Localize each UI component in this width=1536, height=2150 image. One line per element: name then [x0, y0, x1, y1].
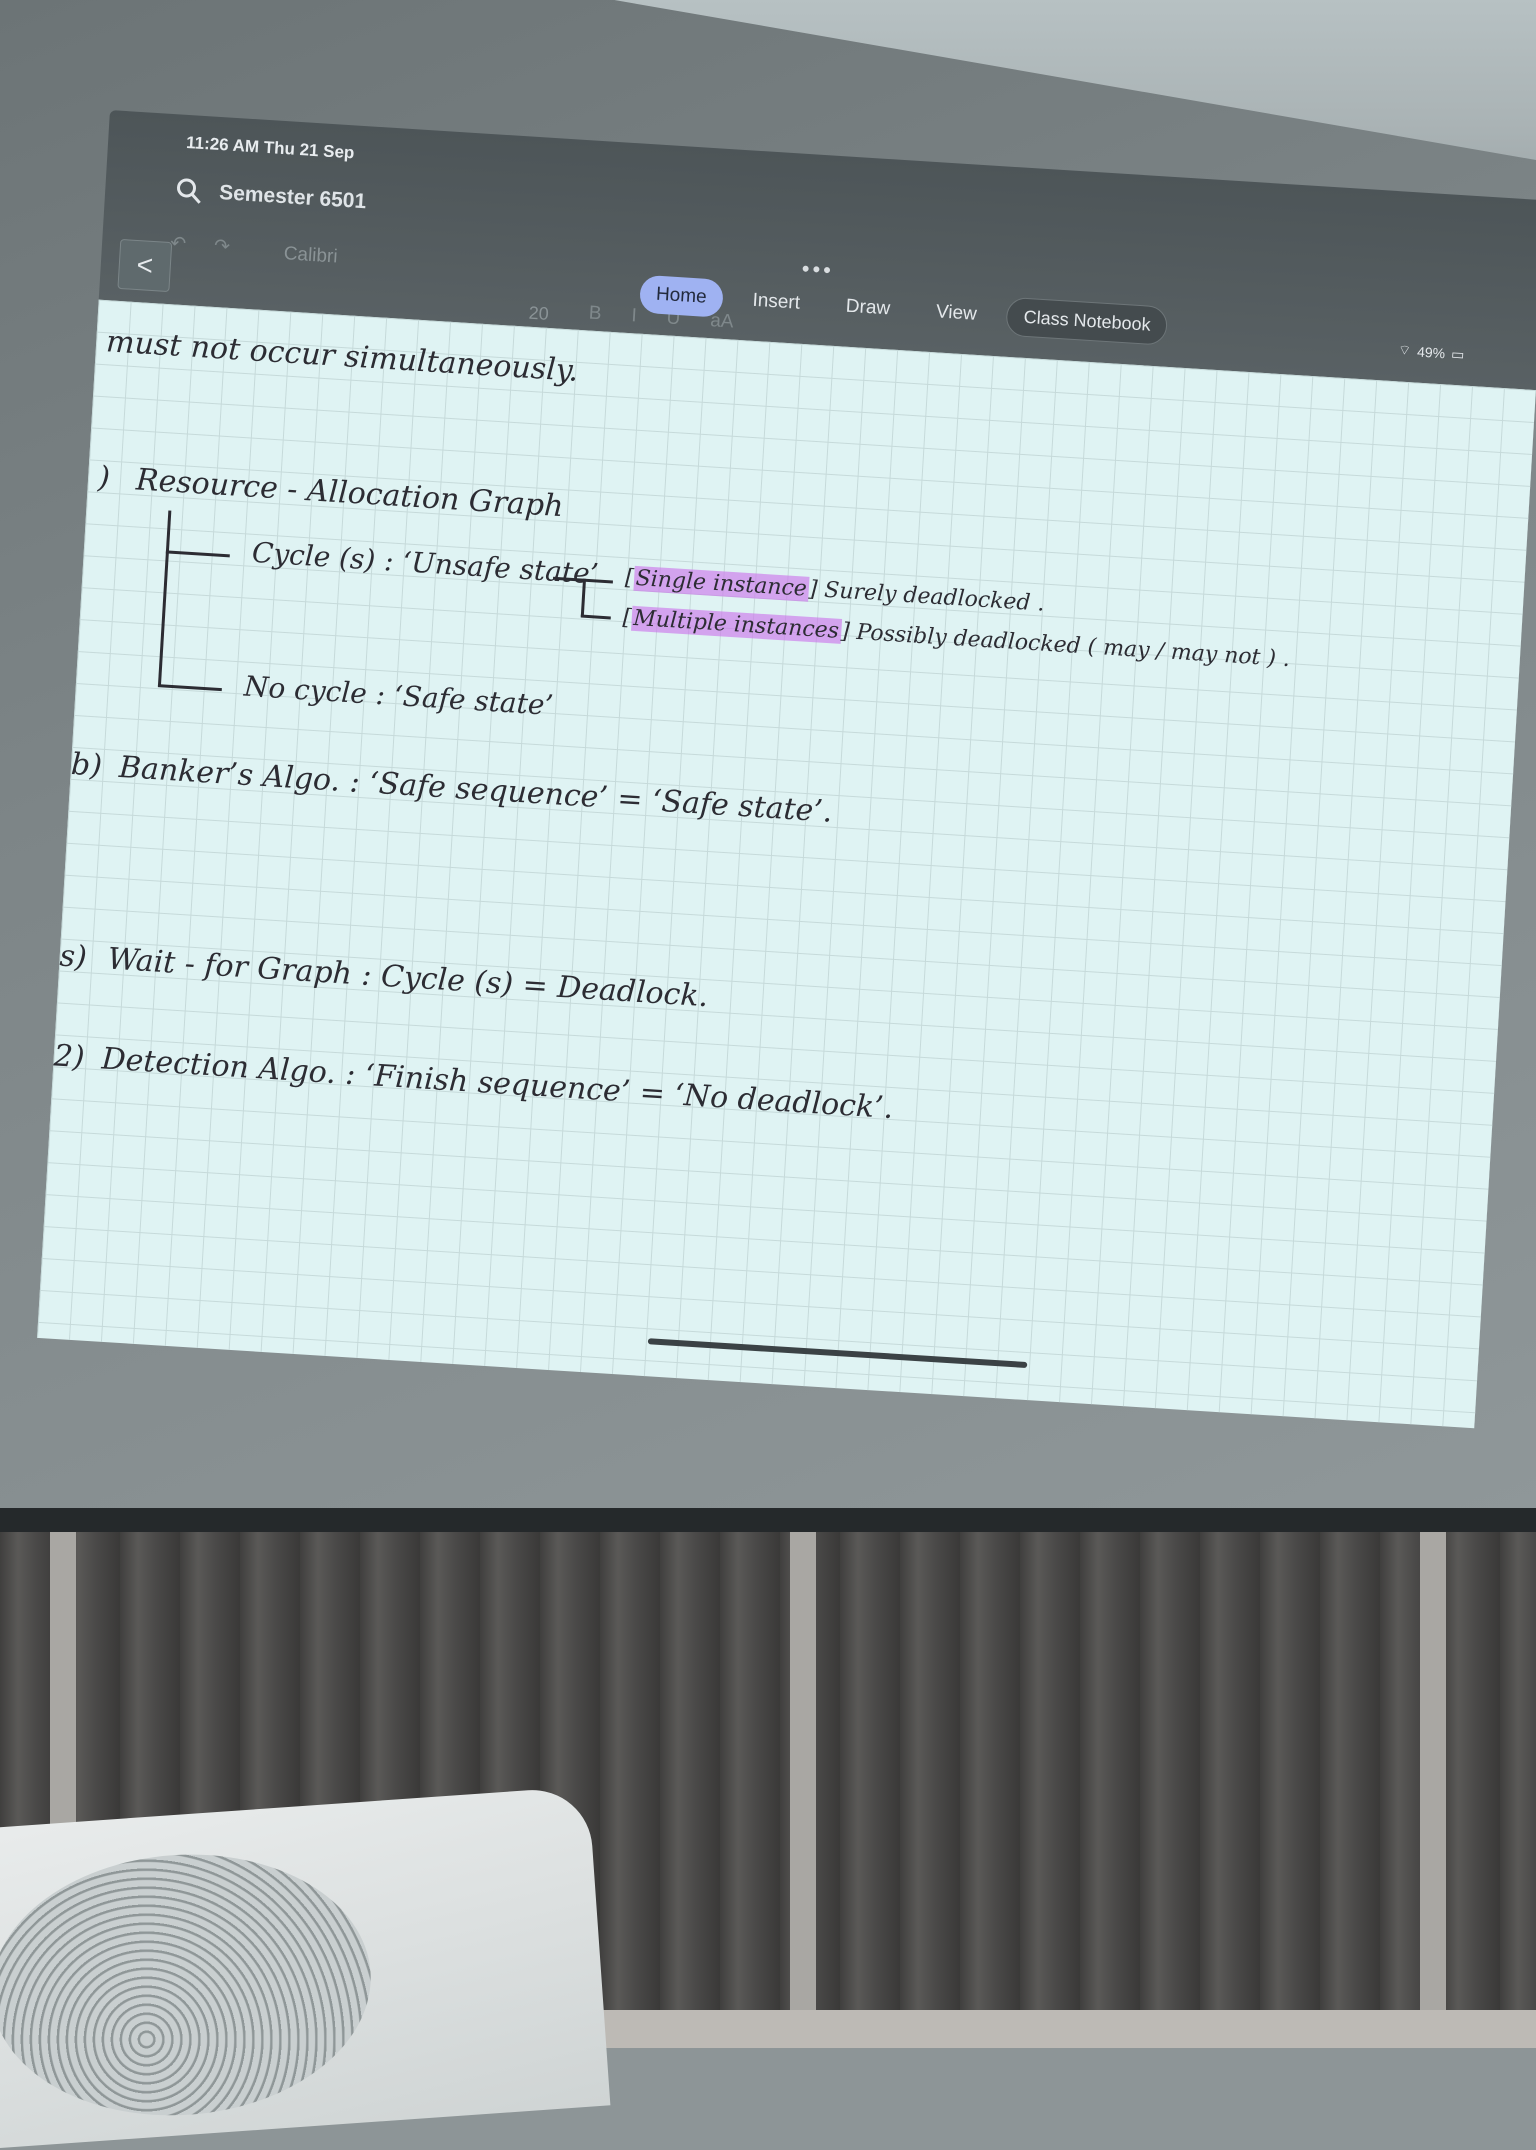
cycle-unsafe-state: Cycle (s) : ‘Unsafe state’ [251, 535, 600, 591]
note-line-top: must not occur simultaneously. [105, 324, 580, 389]
status-time: 11:26 AM Thu 21 Sep [185, 132, 355, 163]
wait-for-graph-line: Wait - for Graph : Cycle (s) = Deadlock. [106, 941, 710, 1015]
bankers-algo-line: Banker’s Algo. : ‘Safe sequence’ = ‘Safe… [117, 749, 834, 830]
highlight-single-instance: Single instance [633, 565, 810, 602]
projected-ipad-screen: 11:26 AM Thu 21 Sep Semester 6501 ↶ ↷ Ca… [37, 110, 1536, 1429]
ribbon-tabs: Home Insert Draw View Class Notebook [638, 274, 1169, 346]
item-number: s) [58, 938, 88, 976]
notebook-title: Semester 6501 [218, 181, 367, 214]
fan-grill [0, 1842, 380, 2128]
air-purifier [0, 1786, 611, 2150]
battery-label: 49% [1416, 343, 1446, 362]
window-frame [790, 1532, 816, 2048]
tab-view[interactable]: View [935, 300, 978, 325]
font-size-select[interactable]: 20 [528, 302, 550, 324]
tab-class-notebook[interactable]: Class Notebook [1005, 296, 1169, 346]
back-button[interactable]: < [117, 238, 173, 293]
window-frame [1420, 1532, 1446, 2048]
no-cycle-safe-state: No cycle : ‘Safe state’ [243, 669, 555, 722]
device-status: ⌔ 49% ▭ [1397, 341, 1465, 363]
home-indicator[interactable] [647, 1338, 1028, 1369]
tab-insert[interactable]: Insert [751, 289, 801, 314]
item-number: b) [70, 746, 104, 784]
redo-icon[interactable]: ↷ [213, 235, 231, 258]
italic-button[interactable]: I [630, 305, 638, 327]
bold-button[interactable]: B [588, 302, 603, 325]
tab-draw[interactable]: Draw [845, 295, 891, 319]
detection-algo-line: Detection Algo. : ‘Finish sequence’ = ‘N… [100, 1041, 895, 1127]
note-page[interactable]: must not occur simultaneously. ) Resourc… [37, 299, 1536, 1429]
heading-resource-allocation-graph: Resource - Allocation Graph [135, 462, 565, 525]
undo-icon[interactable]: ↶ [169, 233, 187, 256]
search-icon[interactable] [175, 176, 205, 206]
search-bar[interactable]: Semester 6501 [175, 176, 367, 216]
more-icon[interactable]: ••• [801, 255, 835, 283]
highlight-multiple-instances: Multiple instances [630, 605, 842, 644]
sub-branch [580, 614, 611, 620]
tree-branch [157, 684, 222, 692]
screen-bottom-rail [0, 1508, 1536, 1532]
wifi-icon: ⌔ [1397, 341, 1412, 359]
battery-icon: ▭ [1450, 345, 1465, 363]
undo-redo-group: ↶ ↷ [170, 232, 231, 259]
tab-home[interactable]: Home [638, 274, 724, 318]
tree-branch [165, 550, 230, 558]
tree-bracket [157, 510, 172, 687]
multiple-instances-line: [Multiple instances] Possibly deadlocked… [622, 605, 1291, 673]
item-number: 2) [52, 1038, 86, 1076]
item-number: ) [97, 460, 111, 496]
app-chrome: 11:26 AM Thu 21 Sep Semester 6501 ↶ ↷ Ca… [98, 110, 1536, 420]
font-name-select[interactable]: Calibri [283, 243, 339, 268]
